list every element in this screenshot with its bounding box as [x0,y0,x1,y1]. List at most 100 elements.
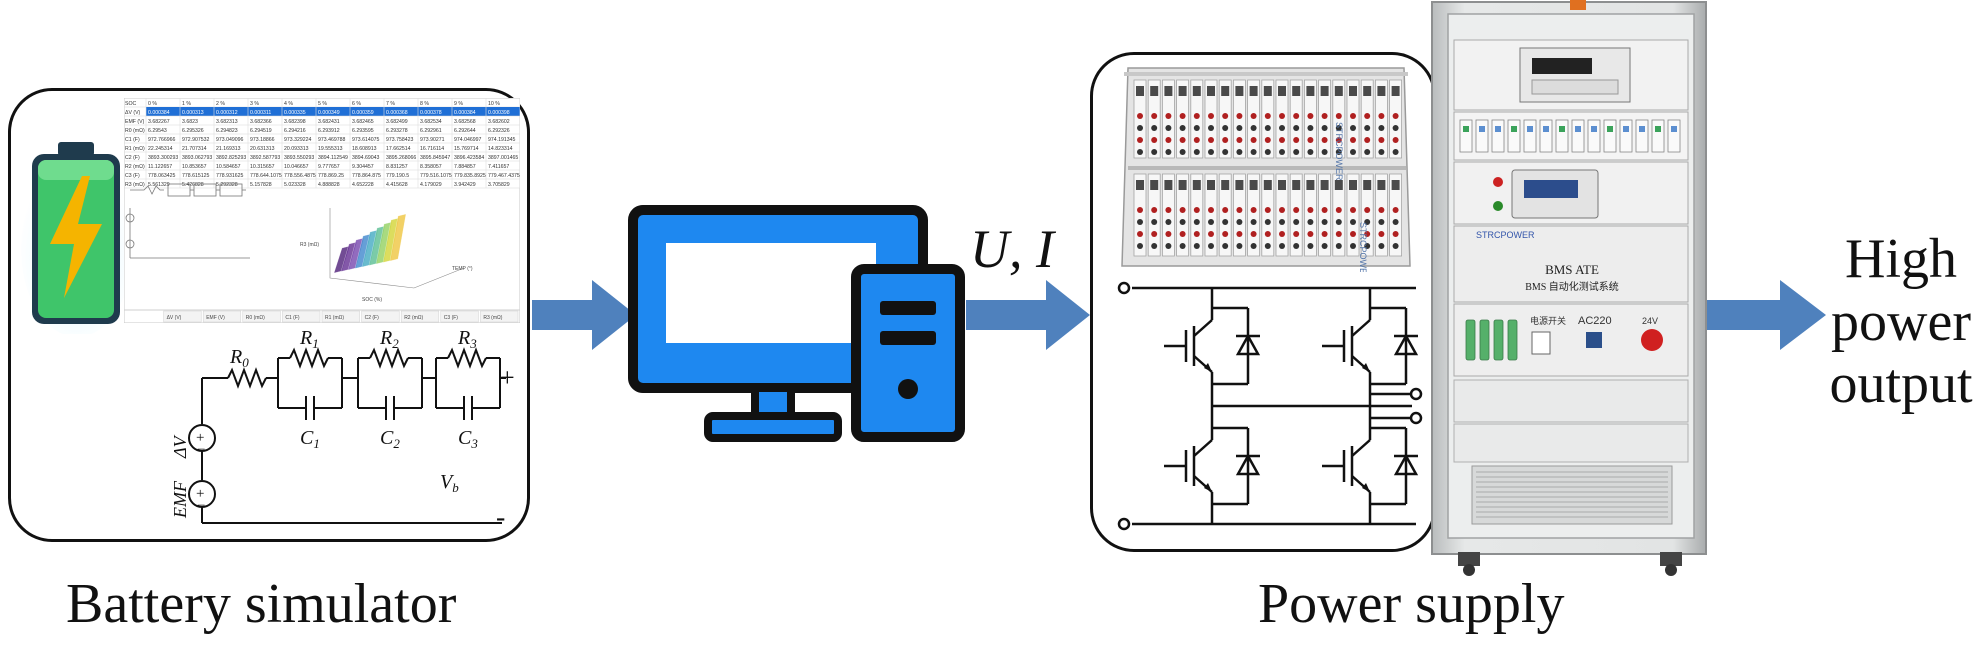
table-cell: 778.556.4875 [284,173,316,179]
table-tab[interactable]: R1 (mΩ) [325,315,344,321]
battery-simulator-caption: Battery simulator [66,573,457,635]
lightning-bolt-icon [50,176,102,298]
vb-label: Vb [440,471,459,495]
table-cell: 3893.300293 [148,155,178,161]
arrow-to-output [1694,280,1826,350]
table-cell: 779.190.5 [386,173,409,179]
table-cell: R0 (mΩ) [125,128,145,134]
cabinet-subtitle: BMS 自动化测试系统 [1525,280,1619,293]
table-cell: 778.864.875 [352,173,381,179]
cabinet-title: BMS ATE [1545,262,1599,277]
table-cell: 6.293278 [386,128,408,134]
table-cell: 0.000368 [386,110,408,116]
table-cell: 3.682534 [420,119,442,125]
table-cell: C1 (F) [125,137,140,143]
table-cell: 3.682602 [488,119,510,125]
table-cell: 5.157828 [250,182,272,188]
table-cell: 973.18866 [250,137,275,143]
table-header-cell: 4 % [284,101,293,107]
table-cell: 3893.550293 [284,155,314,161]
table-cell: 18.608913 [352,146,377,152]
table-header-cell: SOC [125,101,136,107]
table-cell: 20.631313 [250,146,275,152]
dc-label: 24V [1642,316,1658,326]
table-cell: 3.942429 [454,182,476,188]
plus-terminal: + [500,363,515,392]
equivalent-circuit: + − + − R0 R1 R2 R3 C1 C2 C3 Vb ΔV EMF +… [170,330,515,533]
table-cell: 0.000311 [250,110,271,116]
table-cell: 6.293912 [318,128,340,134]
table-cell: 0.000349 [318,110,340,116]
table-cell: R1 (mΩ) [125,146,145,152]
table-cell: ΔV (V) [125,110,141,116]
table-cell: 3894.112549 [318,155,348,161]
table-cell: 20.093313 [284,146,309,152]
table-cell: 779.835.8925 [454,173,486,179]
table-cell: R3 (mΩ) [125,182,145,188]
rack-brand-top: STRCPOWER [1334,122,1344,181]
table-header-cell: 8 % [420,101,429,107]
switch-label: 电源开关 [1530,315,1566,326]
table-cell: 0.000313 [182,110,204,116]
plot-y-label: TEMP (°) [452,266,473,272]
table-cell: 0.000384 [454,110,476,116]
table-cell: 8.831257 [386,164,408,170]
battery-icon [21,142,133,334]
table-cell: 778.931625 [216,173,244,179]
table-tab[interactable]: C2 (F) [365,315,380,321]
table-cell: 973.90271 [420,137,445,143]
table-cell: 973.614075 [352,137,380,143]
table-tab[interactable]: C1 (F) [285,315,300,321]
table-cell: 11.122657 [148,164,172,170]
table-cell: 6.294519 [250,128,272,134]
table-tab[interactable]: R3 (mΩ) [483,315,502,321]
table-tab[interactable]: R0 (mΩ) [246,315,265,321]
table-header-cell: 6 % [352,101,361,107]
source2-plus: + [196,486,204,502]
table-cell: 6.292644 [454,128,476,134]
table-tab[interactable]: ΔV (V) [167,315,182,321]
table-cell: 3896.423584 [454,155,484,161]
table-header-cell: 10 % [488,101,500,107]
table-cell: 15.769714 [454,146,479,152]
power-module-rack: STRCPOWER STRCPOWER [1121,67,1411,272]
table-cell: 3892.825293 [216,155,246,161]
table-cell: 778.644.1075 [250,173,282,179]
table-cell: 5.023328 [284,182,306,188]
table-cell: 0.000312 [216,110,238,116]
table-cell: 778.615125 [182,173,210,179]
table-cell: 7.411657 [488,164,509,170]
table-cell: 3.682267 [148,119,170,125]
table-tab[interactable]: R2 (mΩ) [404,315,423,321]
table-cell: 0.000378 [420,110,442,116]
table-cell: 4.888828 [318,182,340,188]
table-cell: 3893.062793 [182,155,212,161]
table-cell: 10.853657 [182,164,207,170]
table-cell: 10.584657 [216,164,241,170]
table-cell: 0.000398 [488,110,510,116]
ac-socket-icon [1586,332,1602,348]
table-cell: 779.467.4375 [488,173,520,179]
bms-test-cabinet: STRCPOWER BMS ATE BMS 自动化测试系统 电源开关 AC220… [1431,0,1707,576]
table-cell: 0.000335 [284,110,306,116]
table-cell: 14.823314 [488,146,513,152]
r1-label: R1 [299,330,319,351]
table-cell: 778.063425 [148,173,176,179]
table-cell: 6.294216 [284,128,306,134]
table-header-cell: 0 % [148,101,157,107]
table-cell: 3.6823 [182,119,198,125]
r3-label: R3 [457,330,477,351]
table-cell: 0.000384 [148,110,170,116]
r0-label: R0 [229,346,249,370]
table-cell: 973.049096 [216,137,244,143]
plot-x-label: SOC (%) [362,297,382,303]
table-tab[interactable]: EMF (V) [206,315,225,321]
table-tab[interactable]: C3 (F) [444,315,459,321]
table-cell: 3894.69043 [352,155,380,161]
table-cell: 7.884857 [454,164,476,170]
table-cell: 779.516.1075 [420,173,452,179]
monitor-icon [628,205,928,442]
table-cell: 3.682366 [250,119,272,125]
table-cell: 973.758423 [386,137,414,143]
table-cell: 3895.845947 [420,155,450,161]
